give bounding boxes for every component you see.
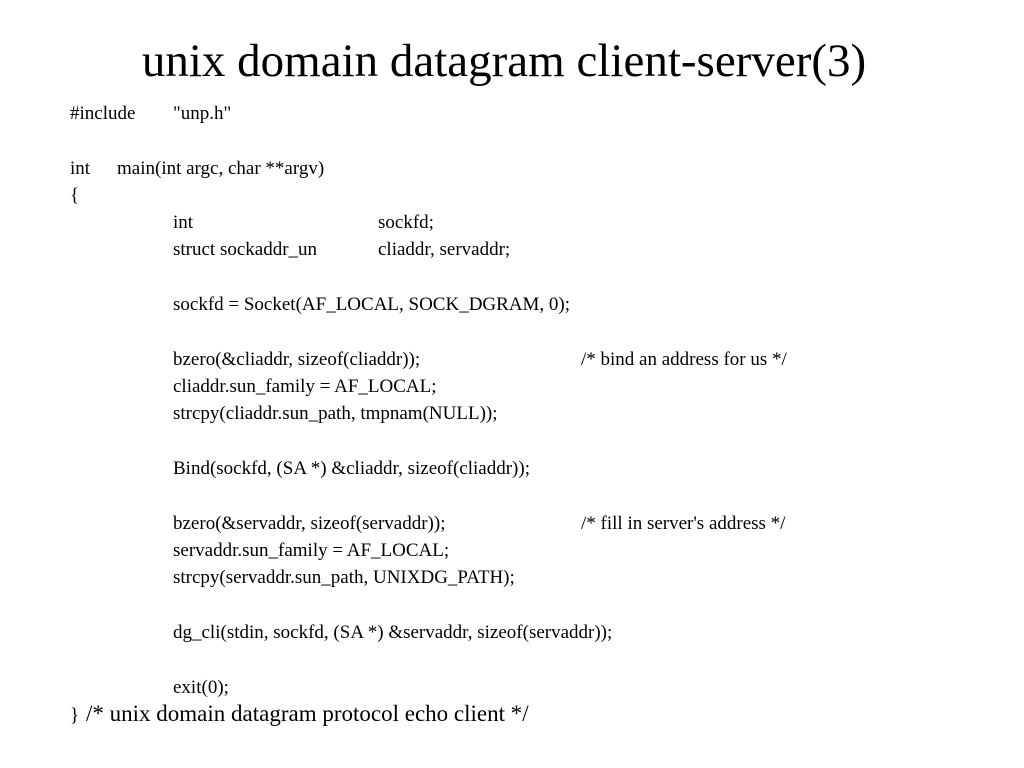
bzero-cliaddr-comment: /* bind an address for us */ <box>581 349 787 370</box>
cliaddr-family-line: cliaddr.sun_family = AF_LOCAL; <box>173 376 437 397</box>
footer-comment: /* unix domain datagram protocol echo cl… <box>86 701 529 726</box>
code-listing: #include "unp.h" int main(int argc, char… <box>70 100 970 740</box>
include-file: "unp.h" <box>173 103 232 124</box>
close-brace: } <box>70 705 80 726</box>
main-return-type: int <box>70 158 91 179</box>
decl-sockaddr-names: cliaddr, servaddr; <box>378 239 511 260</box>
bzero-servaddr-line: bzero(&servaddr, sizeof(servaddr)); <box>173 513 446 534</box>
bzero-servaddr-comment: /* fill in server's address */ <box>581 513 786 534</box>
bzero-cliaddr-line: bzero(&cliaddr, sizeof(cliaddr)); <box>173 349 421 370</box>
slide-title: unix domain datagram client-server(3) <box>141 35 867 87</box>
decl-sockfd-name: sockfd; <box>378 212 434 233</box>
decl-sockfd-type: int <box>173 212 194 233</box>
include-directive: #include <box>70 103 136 124</box>
exit-call-line: exit(0); <box>173 677 229 698</box>
bind-call-line: Bind(sockfd, (SA *) &cliaddr, sizeof(cli… <box>173 458 530 479</box>
socket-call-line: sockfd = Socket(AF_LOCAL, SOCK_DGRAM, 0)… <box>173 294 571 315</box>
cliaddr-path-line: strcpy(cliaddr.sun_path, tmpnam(NULL)); <box>173 403 498 424</box>
open-brace: { <box>70 185 80 206</box>
dg-cli-call-line: dg_cli(stdin, sockfd, (SA *) &servaddr, … <box>173 622 613 643</box>
decl-sockaddr-type: struct sockaddr_un <box>173 239 318 260</box>
main-signature: main(int argc, char **argv) <box>117 158 325 179</box>
servaddr-family-line: servaddr.sun_family = AF_LOCAL; <box>173 540 450 561</box>
servaddr-path-line: strcpy(servaddr.sun_path, UNIXDG_PATH); <box>173 567 515 588</box>
